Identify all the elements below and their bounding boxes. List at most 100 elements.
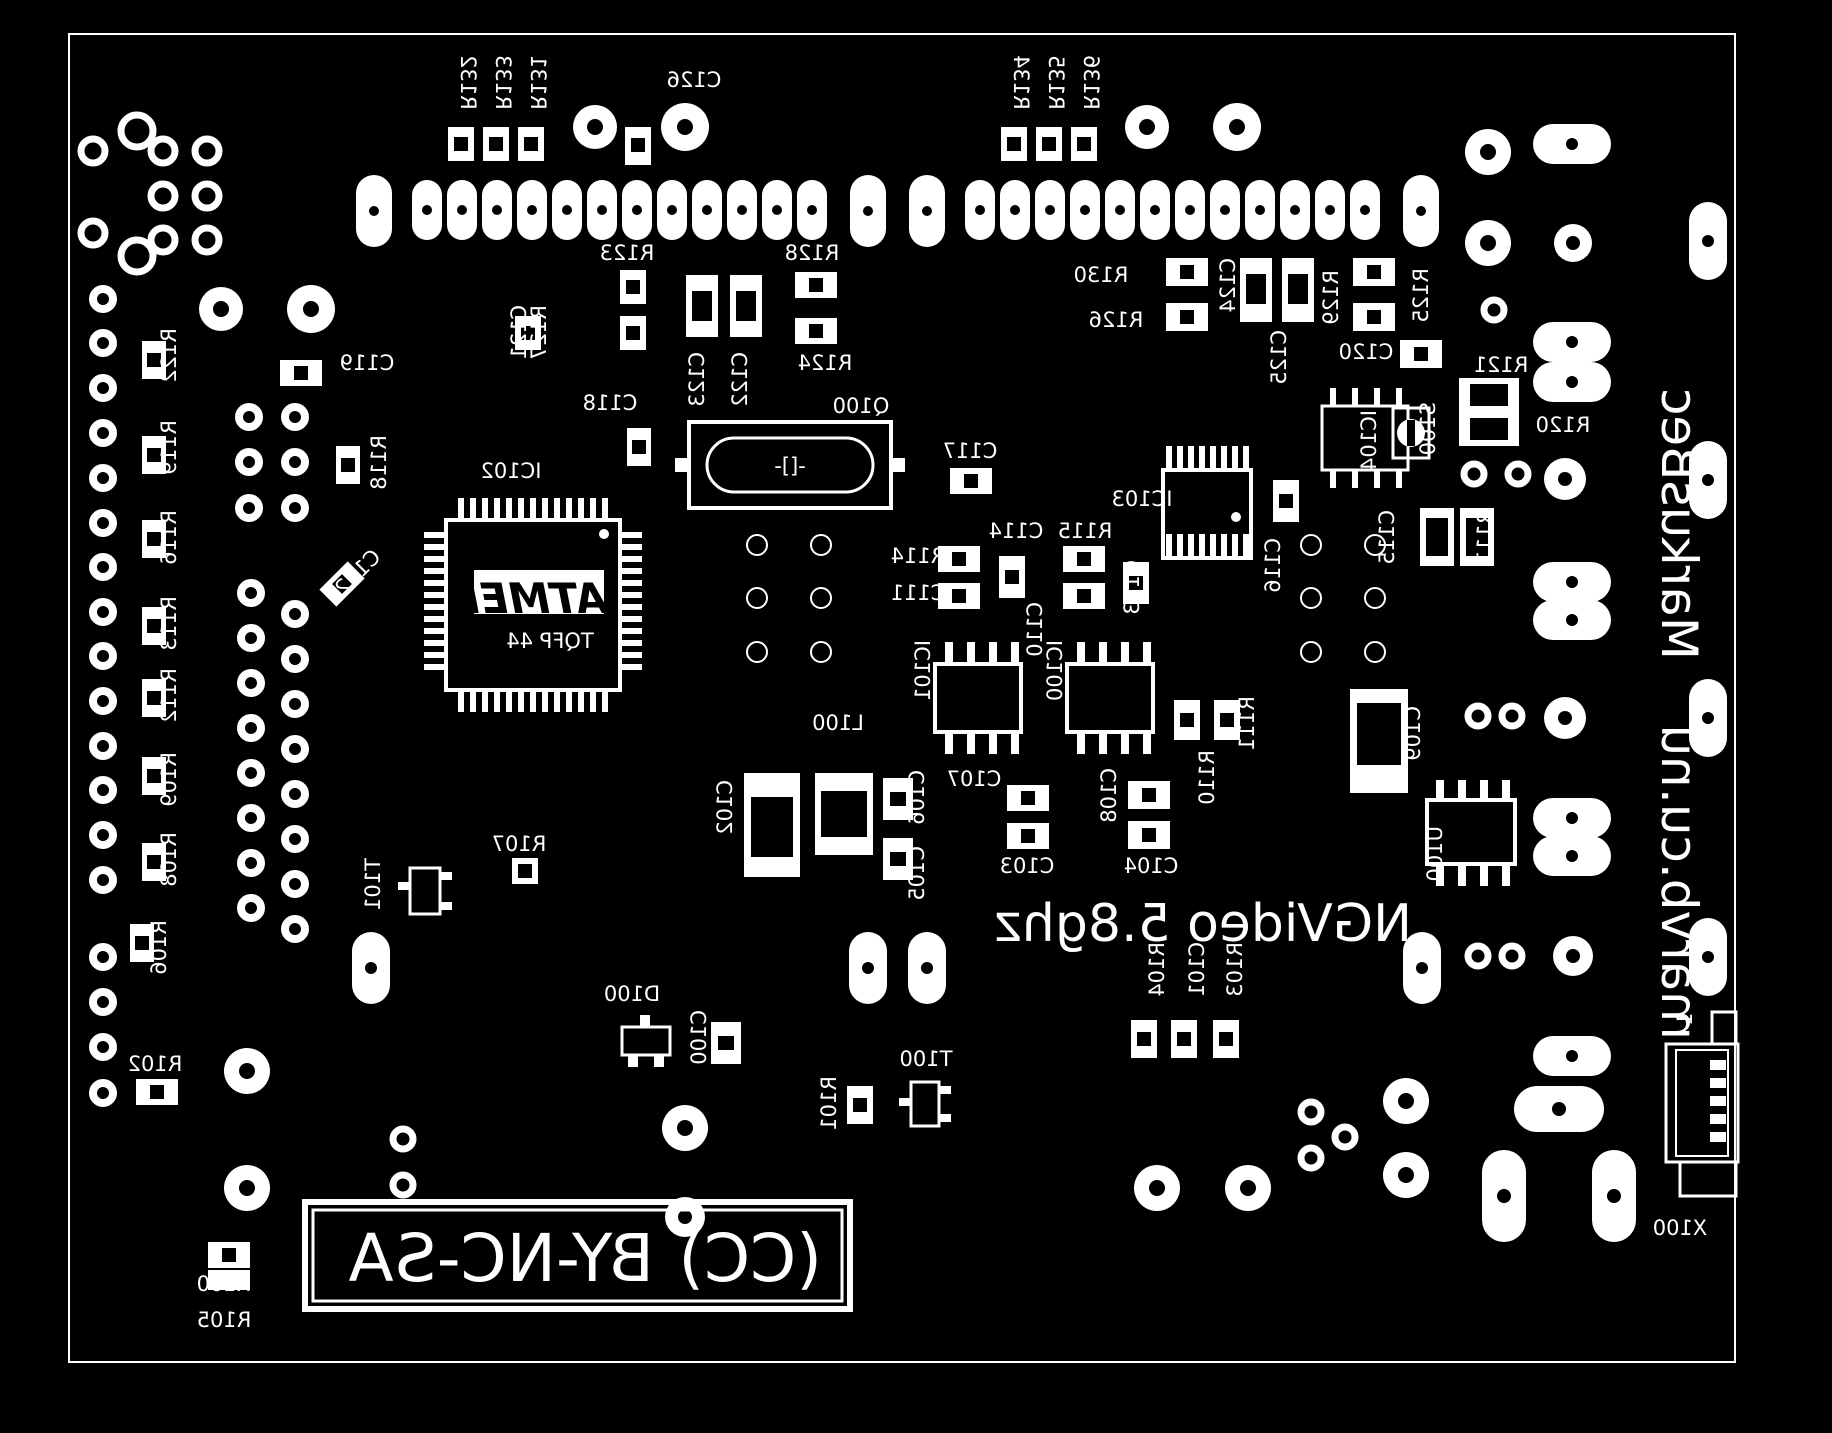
board-title: NGVideo 5.8ghz [995, 894, 1412, 954]
label-r128: R128 [785, 241, 840, 265]
label-r101: R101 [817, 1076, 841, 1131]
d100 [620, 1015, 672, 1067]
middle-pads [711, 546, 1240, 1064]
top-header-left [356, 175, 886, 247]
chip-package: TQFP 44 [506, 629, 595, 653]
label-c104: C104 [1124, 854, 1179, 878]
label-c124: C124 [1216, 258, 1240, 313]
t100 [899, 1080, 951, 1128]
label-c123: C123 [685, 352, 709, 407]
label-ic103: IC103 [1112, 487, 1173, 511]
label-r119: R119 [157, 420, 181, 475]
url-text: marvb.cu.nu [1650, 724, 1708, 1040]
right-top-pads [1166, 258, 1519, 566]
t101 [398, 866, 452, 916]
label-c121: C121 [507, 305, 531, 360]
label-r116: R116 [157, 510, 181, 565]
label-r131: R131 [526, 55, 550, 110]
label-r117: R117 [1473, 510, 1497, 565]
c109 [1350, 689, 1408, 793]
label-ic100: IC100 [1043, 640, 1067, 701]
label-r112: R112 [157, 668, 181, 723]
left-resistors [130, 341, 873, 1290]
label-t100: T100 [900, 1047, 954, 1071]
board-outline [68, 33, 1736, 1363]
label-ic101: IC101 [911, 640, 935, 701]
label-s100: S100 [1416, 402, 1440, 455]
connector-x100 [1664, 1010, 1740, 1198]
isp-header [235, 403, 309, 522]
crystal-q100 [675, 420, 905, 510]
label-r123: R123 [600, 241, 655, 265]
label-r125: R125 [1409, 268, 1433, 323]
cap-pads-center [515, 270, 992, 494]
license-text: BY-NC-SA [348, 1220, 654, 1297]
ic101 [933, 642, 1023, 754]
label-r111: R111 [1235, 696, 1259, 751]
label-c105: C105 [905, 846, 929, 901]
label-r115: R115 [1058, 519, 1113, 543]
label-r113: R113 [157, 596, 181, 651]
label-r120: R120 [1536, 413, 1591, 437]
label-r105: R105 [197, 1308, 252, 1332]
label-d100: D100 [604, 982, 660, 1006]
label-x100: X100 [1653, 1216, 1707, 1240]
label-r130: R130 [1074, 263, 1129, 287]
ic103 [1161, 446, 1253, 560]
label-c125: C125 [1267, 330, 1291, 385]
label-t101: T101 [361, 857, 385, 911]
mcu-ic102 [424, 498, 642, 712]
label-c118: C118 [583, 391, 638, 415]
label-r103: R103 [1223, 942, 1247, 997]
label-ic102: IC102 [481, 459, 542, 483]
label-ic104: IC104 [1357, 410, 1381, 471]
mid-left-header [237, 579, 309, 943]
label-r124: R124 [798, 351, 853, 375]
label-c110: C110 [1023, 602, 1047, 657]
license-box [302, 1199, 853, 1312]
top-resistor-pads [448, 127, 1097, 165]
c102-l100 [744, 773, 873, 877]
label-u100: U100 [1423, 826, 1447, 881]
label-c114: C114 [989, 519, 1044, 543]
top-header-right [909, 175, 1439, 247]
label-c106: C106 [905, 770, 929, 825]
left-pin-column [89, 285, 117, 1107]
label-r134: R134 [1009, 55, 1033, 110]
label-c103: C103 [1000, 854, 1055, 878]
label-c120: C120 [1339, 340, 1394, 364]
label-c113: C113 [1120, 560, 1144, 615]
label-c102: C102 [713, 780, 737, 835]
label-q100: Q100 [833, 394, 890, 418]
label-c101: C101 [1185, 942, 1209, 997]
label-r136: R136 [1079, 55, 1103, 110]
label-c107: C107 [947, 767, 1002, 791]
label-r109: R109 [157, 752, 181, 807]
label-r114: R114 [891, 544, 946, 568]
oblong-pads [352, 124, 1727, 1242]
label-r107: R107 [492, 832, 547, 856]
label-c126: C126 [667, 68, 722, 92]
label-c100: C100 [687, 1010, 711, 1065]
label-pin1: 1 [1673, 1012, 1697, 1025]
label-c111: C111 [891, 581, 946, 605]
label-c115: C115 [1375, 510, 1399, 565]
label-l100: L100 [812, 711, 864, 735]
c112-pad [319, 561, 365, 607]
brand-text: MarkusBec [1650, 388, 1708, 660]
label-r108: R108 [157, 832, 181, 887]
top-left-connector [77, 111, 223, 276]
label-c117: C117 [943, 439, 998, 463]
label-r104: R104 [1145, 942, 1169, 997]
label-r121: R121 [1474, 353, 1529, 377]
label-r133: R133 [491, 55, 515, 110]
big-pads [199, 103, 1593, 1237]
label-c116: C116 [1261, 538, 1285, 593]
label-c122: C122 [728, 352, 752, 407]
label-r118: R118 [367, 435, 391, 490]
label-r126: R126 [1089, 308, 1144, 332]
label-r127: R127 [527, 305, 551, 360]
label-c108: C108 [1097, 768, 1121, 823]
crystal-marking: -[]- [774, 454, 806, 478]
small-round-pads [389, 296, 1532, 1199]
